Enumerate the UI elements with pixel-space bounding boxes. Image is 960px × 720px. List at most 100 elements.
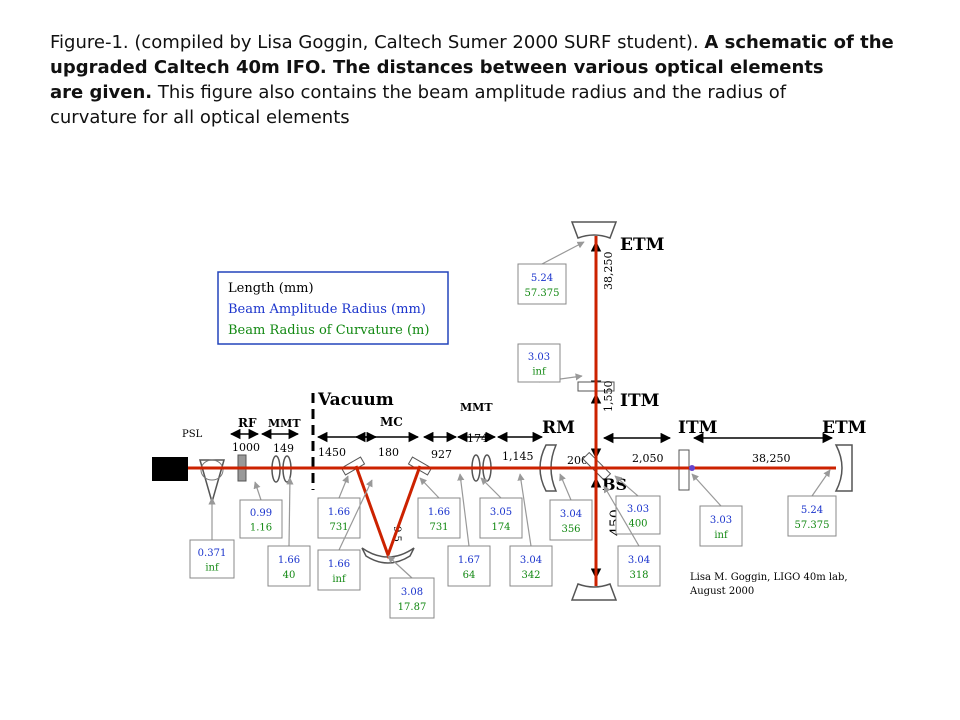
distance-174: 174 xyxy=(467,432,488,445)
beam-marker xyxy=(689,465,695,471)
data-box-frame xyxy=(549,499,593,541)
data-box-frame xyxy=(517,343,561,383)
beam-amplitude-value: 1.66 xyxy=(328,559,350,570)
data-box-frame xyxy=(615,495,661,535)
legend-length: Length (mm) xyxy=(228,281,314,296)
radius-of-curvature-value: inf xyxy=(714,530,729,541)
credit-line-2: August 2000 xyxy=(689,586,754,597)
radius-of-curvature-value: 57.375 xyxy=(795,520,830,531)
beam-amplitude-value: 0.99 xyxy=(250,508,272,519)
mc-input-mirror-icon xyxy=(340,456,366,476)
distance-200: 200 xyxy=(567,454,588,467)
data-box-pointer xyxy=(603,485,640,547)
etm-y-mirror-icon xyxy=(570,221,618,239)
data-box: 3.05 174 xyxy=(479,477,523,539)
radius-of-curvature-value: inf xyxy=(532,366,547,377)
data-box-frame xyxy=(417,497,461,539)
radius-of-curvature-value: 731 xyxy=(429,522,448,533)
data-box: 3.03 inf xyxy=(517,343,583,383)
caption-line-2: upgraded Caltech 40m IFO. The distances … xyxy=(50,55,950,80)
caption-text: curvature for all optical elements xyxy=(50,107,350,128)
legend-curvature: Beam Radius of Curvature (m) xyxy=(228,323,429,338)
data-box-frame xyxy=(267,545,311,587)
label-bs: BS xyxy=(602,475,627,494)
beam-amplitude-value: 3.05 xyxy=(490,507,512,518)
data-box-pointer xyxy=(419,477,440,499)
data-box-pointer xyxy=(387,555,413,579)
data-box: 3.03 inf xyxy=(691,473,743,547)
label-mmt-2: MMT xyxy=(460,401,493,414)
radius-of-curvature-value: 64 xyxy=(463,570,476,581)
radius-of-curvature-value: 40 xyxy=(283,570,296,581)
data-box: 5.24 57.375 xyxy=(787,469,837,537)
label-mc: MC xyxy=(380,415,403,429)
etm-x-mirror-icon xyxy=(834,444,853,492)
data-box-pointer xyxy=(517,473,532,547)
beam-amplitude-value: 3.03 xyxy=(710,515,732,526)
caption-line-4: curvature for all optical elements xyxy=(50,105,950,130)
distance-180: 180 xyxy=(378,446,399,459)
beam-amplitude-value: 5.24 xyxy=(801,505,823,516)
data-box-pointer xyxy=(691,473,722,507)
beam-amplitude-value: 1.67 xyxy=(458,555,480,566)
radius-of-curvature-value: 57.375 xyxy=(525,288,560,299)
distance-1000: 1000 xyxy=(232,441,260,454)
figure-caption: Figure-1. (compiled by Lisa Goggin, Calt… xyxy=(50,30,950,130)
mc-end-mirror-icon xyxy=(361,547,415,564)
data-box: 1.66 731 xyxy=(417,477,461,539)
beam-amplitude-value: 3.03 xyxy=(627,504,649,515)
beam-amplitude-value: 3.04 xyxy=(628,555,650,566)
radius-of-curvature-value: 1.16 xyxy=(250,522,272,533)
label-itm-x: ITM xyxy=(678,418,718,438)
legend-box xyxy=(217,271,449,345)
caption-bold-text: upgraded Caltech 40m IFO. The distances … xyxy=(50,57,824,78)
label-etm-y: ETM xyxy=(620,235,665,255)
data-box-pointer xyxy=(253,481,262,501)
data-box-frame xyxy=(239,499,283,539)
distance-927: 927 xyxy=(431,448,452,461)
data-box: 3.04 342 xyxy=(509,473,553,587)
data-boxes: 0.371inf0.991.161.66401.667311.66inf3.08… xyxy=(189,241,837,619)
caption-text: This figure also contains the beam ampli… xyxy=(152,82,787,103)
data-box-pointer xyxy=(480,477,502,499)
beam-amplitude-value: 3.04 xyxy=(520,555,542,566)
beam-amplitude-value: 1.66 xyxy=(428,507,450,518)
caption-bold-text: are given. xyxy=(50,82,153,103)
laser-beam xyxy=(188,236,836,586)
label-rf: RF xyxy=(238,416,257,430)
beam-amplitude-value: 1.66 xyxy=(278,555,300,566)
itm-x-mirror-icon xyxy=(678,449,690,491)
distance-1550: 1,550 xyxy=(602,381,615,413)
beam-amplitude-value: 1.66 xyxy=(328,507,350,518)
data-box-pointer xyxy=(286,477,294,547)
data-box-pointer xyxy=(614,475,639,497)
distance-2050: 2,050 xyxy=(632,452,664,465)
data-box-frame xyxy=(317,549,361,591)
data-box-pointer xyxy=(457,473,470,547)
beam-amplitude-value: 3.03 xyxy=(528,352,550,363)
label-vacuum: Vacuum xyxy=(317,390,394,410)
label-rm: RM xyxy=(542,418,575,438)
caption-text: Figure-1. (compiled by Lisa Goggin, Calt… xyxy=(50,32,705,53)
radius-of-curvature-value: 356 xyxy=(561,524,580,535)
legend-amplitude: Beam Amplitude Radius (mm) xyxy=(228,302,426,317)
data-box-frame xyxy=(189,539,235,579)
radius-of-curvature-value: inf xyxy=(332,574,347,585)
radius-of-curvature-value: 17.87 xyxy=(398,602,427,613)
label-mmt-1: MMT xyxy=(268,417,301,430)
radius-of-curvature-value: 174 xyxy=(491,522,510,533)
radius-of-curvature-value: inf xyxy=(205,562,220,573)
radius-of-curvature-value: 342 xyxy=(521,570,540,581)
caption-bold-text: A schematic of the xyxy=(704,32,894,53)
data-box: 0.99 1.16 xyxy=(239,481,283,539)
dark-port-mirror-icon xyxy=(570,583,618,601)
data-box-frame xyxy=(479,497,523,539)
beam-amplitude-value: 5.24 xyxy=(531,273,553,284)
